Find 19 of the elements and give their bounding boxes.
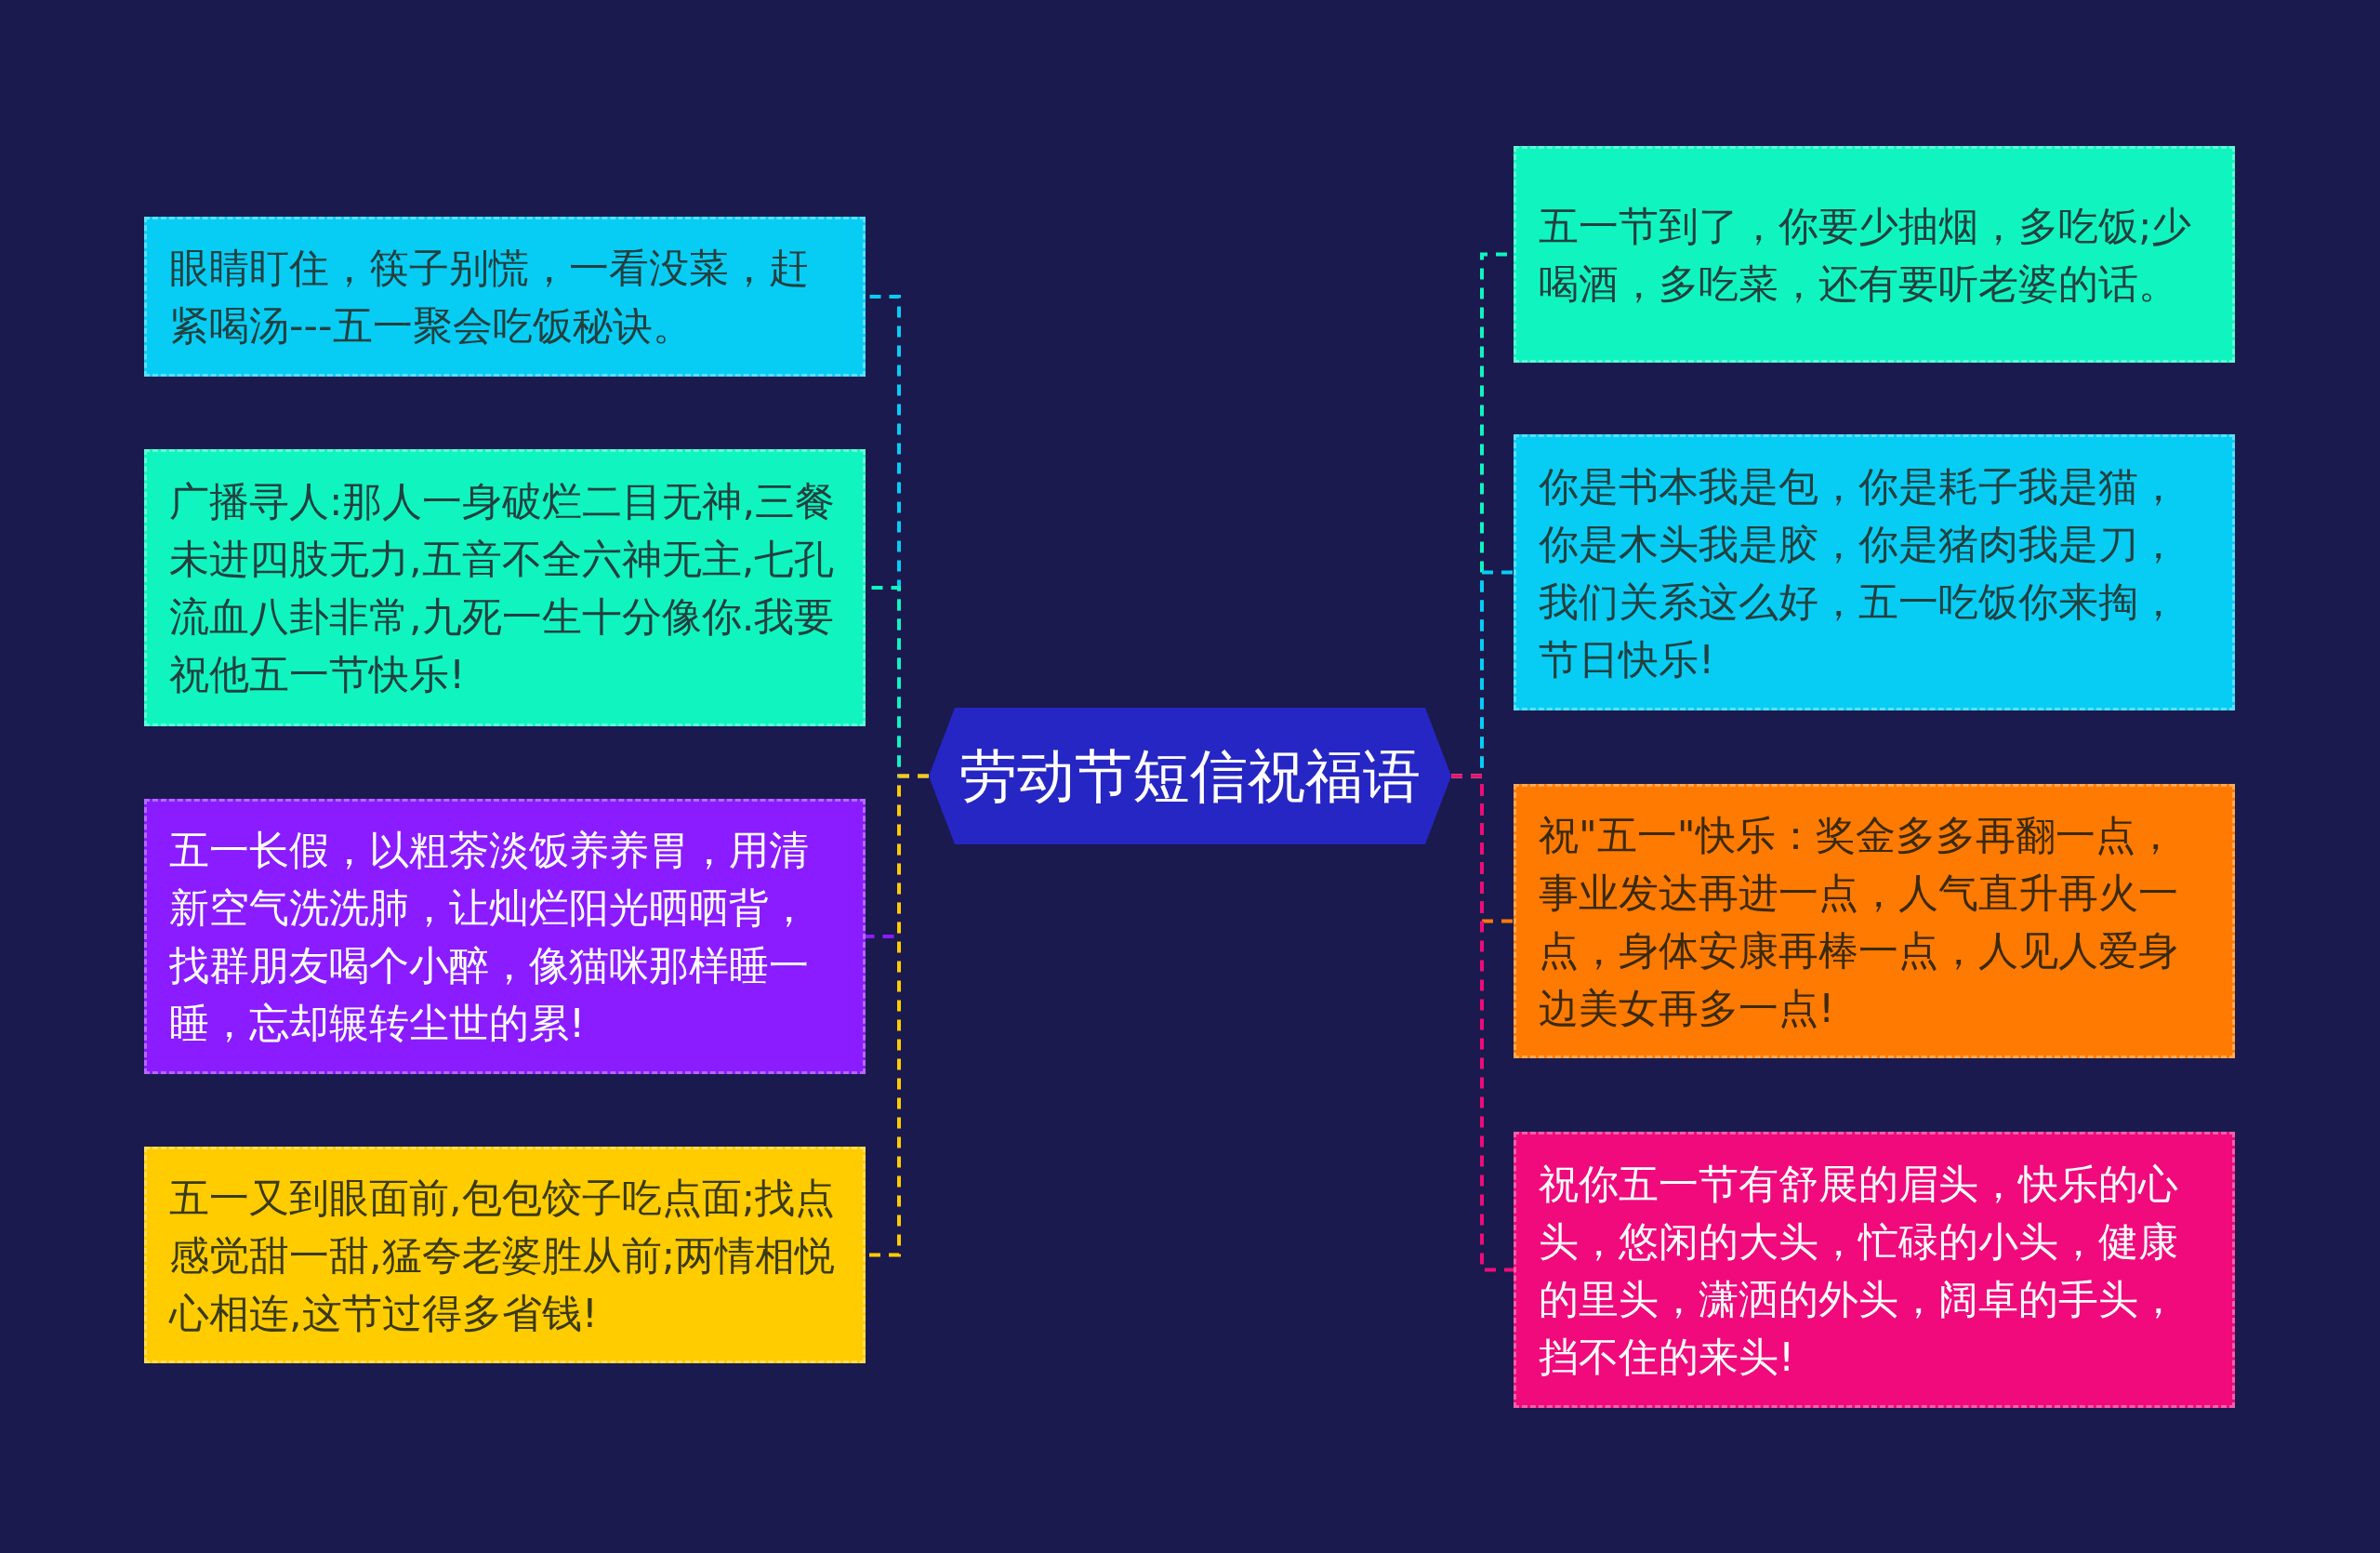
message-box	[1514, 1132, 2235, 1408]
message-text: 五一节到了，你要少抽烟，多吃饭;少喝酒，多吃菜，还有要听老婆的话。	[1539, 201, 2193, 309]
message-box	[1514, 784, 2235, 1058]
message-text: 五一又到眼面前,包包饺子吃点面;找点感觉甜一甜,猛夸老婆胜从前;两情相悦心相连,这节过得多省钱!	[169, 1173, 837, 1338]
message-text: 眼睛盯住，筷子别慌，一看没菜，赶紧喝汤---五一聚会吃饭秘诀。	[169, 244, 810, 351]
message-box	[144, 1147, 866, 1363]
message-text: 五一长假，以粗茶淡饭养养胃，用清新空气洗洗肺，让灿烂阳光晒晒背，找群朋友喝个小醉，像猫咪那样睡一睡，忘却辗转尘世的累!	[169, 826, 810, 1048]
message-text: 广播寻人:那人一身破烂二目无神,三餐未进四肢无力,五音不全六神无主,七孔流血八卦非常,九死一生十分像你.我要祝他五一节快乐!	[169, 477, 837, 699]
central-topic-hexagon	[929, 708, 1451, 844]
message-text: 祝你五一节有舒展的眉头，快乐的心头，悠闲的大头，忙碌的小头，健康的里头，潇洒的外头，阔卓的手头，挡不住的来头!	[1539, 1159, 2179, 1382]
message-text: 祝"五一"快乐：奖金多多再翻一点，事业发达再进一点，人气直升再火一点，身体安康再棒一点，人见人爱身边美女再多一点!	[1539, 810, 2179, 1033]
connector-line	[1451, 774, 1514, 1272]
message-box	[1514, 146, 2235, 363]
topic-title: 劳动节短信祝福语	[959, 740, 1421, 812]
message-box	[144, 449, 866, 726]
message-text: 你是书本我是包，你是耗子我是猫，你是木头我是胶，你是猪肉我是刀，我们关系这么好，五一吃饭你来掏，节日快乐!	[1539, 461, 2179, 684]
message-box	[144, 799, 866, 1074]
message-box	[1514, 434, 2235, 710]
message-box	[144, 217, 866, 377]
